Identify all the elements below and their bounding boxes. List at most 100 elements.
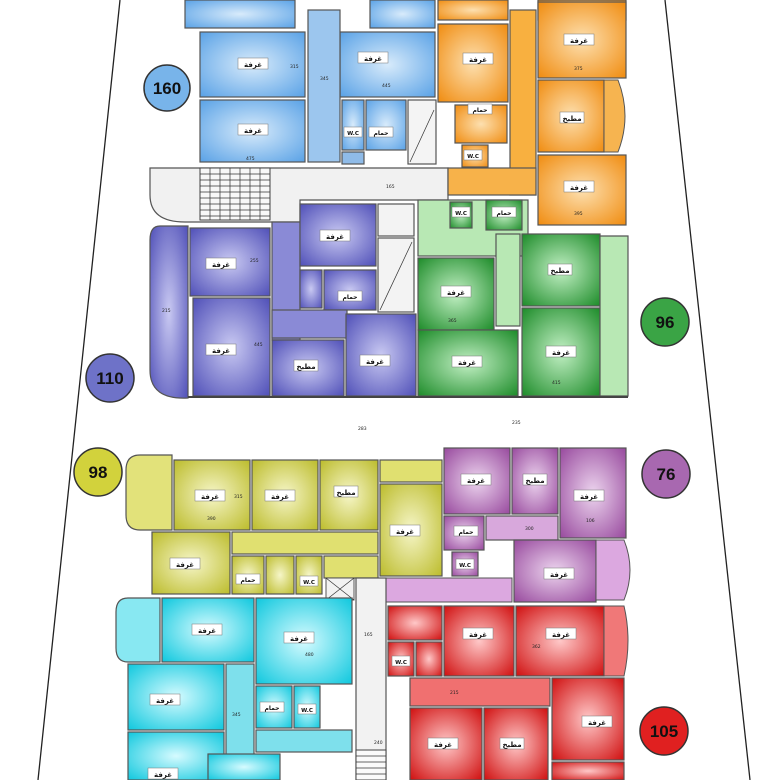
red-room-6 bbox=[551, 761, 625, 780]
svg-text:حمام: حمام bbox=[374, 130, 389, 137]
orange-label-room-3: غرفة bbox=[563, 180, 595, 193]
blue-label-room-2: غرفة bbox=[357, 51, 389, 64]
svg-text:غرفة: غرفة bbox=[271, 493, 289, 501]
blue-dim-b: 445 bbox=[382, 83, 391, 89]
green-dim-b: 415 bbox=[552, 380, 561, 386]
upper-stair-dim: 165 bbox=[386, 184, 395, 190]
cyan-dim-a: 480 bbox=[305, 652, 314, 658]
svg-text:غرفة: غرفة bbox=[364, 55, 382, 63]
unit-violet: غرفة مطبخ غرفة غرفة حمام W.C 300 106 bbox=[385, 447, 631, 603]
purple-bay bbox=[149, 225, 189, 399]
orange-label-bath: حمام bbox=[467, 103, 493, 115]
svg-text:حمام: حمام bbox=[265, 705, 280, 712]
svg-text:W.C: W.C bbox=[395, 660, 407, 666]
svg-text:غرفة: غرفة bbox=[447, 289, 465, 297]
orange-label-room-2: غرفة bbox=[563, 33, 595, 46]
svg-text:مطبخ: مطبخ bbox=[336, 489, 355, 497]
svg-text:غرفة: غرفة bbox=[366, 358, 384, 366]
red-label-room-4: غرفة bbox=[427, 737, 459, 750]
yellow-label-bath: حمام bbox=[235, 573, 261, 585]
svg-text:غرفة: غرفة bbox=[434, 741, 452, 749]
purple-dim-c: 445 bbox=[254, 342, 263, 348]
green-label-wc: W.C bbox=[451, 206, 471, 218]
orange-bay bbox=[603, 79, 626, 153]
lower-stair-shaft: 165 240 bbox=[325, 577, 387, 780]
purple-dim-a: 255 bbox=[250, 258, 259, 264]
red-dim-a: 215 bbox=[450, 690, 459, 696]
violet-lobby bbox=[385, 577, 513, 603]
unit-purple: غرفة غرفة غرفة مطبخ غرفة حمام 255 215 44… bbox=[149, 203, 417, 399]
svg-text:غرفة: غرفة bbox=[212, 261, 230, 269]
svg-text:غرفة: غرفة bbox=[552, 631, 570, 639]
red-label-room-1: غرفة bbox=[462, 627, 494, 640]
corridor-dim-left: 283 bbox=[358, 426, 367, 432]
lower-stair-dim-b: 240 bbox=[374, 740, 383, 746]
svg-text:98: 98 bbox=[89, 463, 108, 482]
badge-blue: 160 bbox=[143, 64, 191, 112]
red-dim-b: 362 bbox=[532, 644, 541, 650]
cyan-label-room-4: غرفة bbox=[147, 767, 179, 780]
svg-text:غرفة: غرفة bbox=[290, 635, 308, 643]
blue-dim-d: 475 bbox=[246, 156, 255, 162]
purple-label-kitchen: مطبخ bbox=[293, 359, 319, 372]
svg-text:غرفة: غرفة bbox=[154, 771, 172, 779]
yellow-label-wc: W.C bbox=[299, 575, 319, 587]
lower-stair-dim-a: 165 bbox=[364, 632, 373, 638]
svg-text:76: 76 bbox=[657, 465, 676, 484]
blue-label-wc: W.C bbox=[343, 126, 363, 138]
blue-room-top-1 bbox=[184, 0, 296, 29]
red-label-kitchen: مطبخ bbox=[499, 737, 525, 750]
blue-room-2 bbox=[339, 31, 436, 98]
cyan-label-bath: حمام bbox=[259, 701, 285, 713]
svg-text:غرفة: غرفة bbox=[580, 493, 598, 501]
violet-label-bath: حمام bbox=[453, 525, 479, 537]
svg-text:غرفة: غرفة bbox=[176, 561, 194, 569]
unit-blue: غرفة غرفة غرفة W.C حمام 315 445 345 475 bbox=[184, 0, 437, 165]
svg-text:96: 96 bbox=[656, 313, 675, 332]
svg-text:غرفة: غرفة bbox=[570, 37, 588, 45]
svg-text:غرفة: غرفة bbox=[469, 56, 487, 64]
red-label-room-2: غرفة bbox=[545, 627, 577, 640]
violet-hall bbox=[485, 515, 559, 541]
red-room-2 bbox=[443, 605, 515, 677]
orange-label-kitchen: مطبخ bbox=[559, 111, 585, 124]
orange-label-wc: W.C bbox=[463, 149, 483, 161]
blue-corridor bbox=[307, 9, 341, 163]
svg-text:غرفة: غرفة bbox=[212, 347, 230, 355]
yellow-label-room-4: غرفة bbox=[169, 557, 201, 570]
blue-dim-c: 345 bbox=[320, 76, 329, 82]
svg-text:W.C: W.C bbox=[459, 563, 471, 569]
red-bath bbox=[415, 641, 443, 677]
purple-label-room-2: غرفة bbox=[205, 343, 237, 356]
purple-bath bbox=[323, 269, 377, 311]
badge-red: 105 bbox=[639, 706, 689, 756]
svg-text:غرفة: غرفة bbox=[458, 359, 476, 367]
yellow-small bbox=[265, 555, 295, 595]
green-label-bath: حمام bbox=[491, 206, 517, 218]
red-label-wc: W.C bbox=[391, 655, 411, 667]
svg-text:غرفة: غرفة bbox=[588, 719, 606, 727]
unit-orange: غرفة غرفة مطبخ غرفة حمام W.C 375 395 bbox=[437, 0, 627, 226]
badge-purple: 110 bbox=[85, 353, 135, 403]
blue-label-room-1: غرفة bbox=[237, 57, 269, 70]
svg-text:110: 110 bbox=[96, 369, 123, 388]
svg-text:غرفة: غرفة bbox=[467, 477, 485, 485]
orange-label-room-1: غرفة bbox=[462, 52, 494, 65]
green-dim-a: 365 bbox=[448, 318, 457, 324]
blue-dim-a: 315 bbox=[290, 64, 299, 70]
blue-bath bbox=[365, 99, 407, 151]
purple-hall bbox=[271, 309, 348, 339]
purple-label-room-4: غرفة bbox=[359, 354, 391, 367]
svg-text:غرفة: غرفة bbox=[198, 627, 216, 635]
violet-label-room-1: غرفة bbox=[460, 473, 492, 486]
svg-text:حمام: حمام bbox=[343, 294, 358, 301]
unit-red: غرفة غرفة غرفة غرفة مطبخ W.C 215 362 bbox=[387, 605, 629, 780]
yellow-label-kitchen: مطبخ bbox=[333, 485, 359, 498]
cyan-dim-b: 345 bbox=[232, 712, 241, 718]
svg-text:مطبخ: مطبخ bbox=[296, 363, 315, 371]
svg-text:حمام: حمام bbox=[241, 577, 256, 584]
svg-text:غرفة: غرفة bbox=[469, 631, 487, 639]
violet-label-room-2: غرفة bbox=[573, 489, 605, 502]
svg-text:مطبخ: مطبخ bbox=[502, 741, 521, 749]
